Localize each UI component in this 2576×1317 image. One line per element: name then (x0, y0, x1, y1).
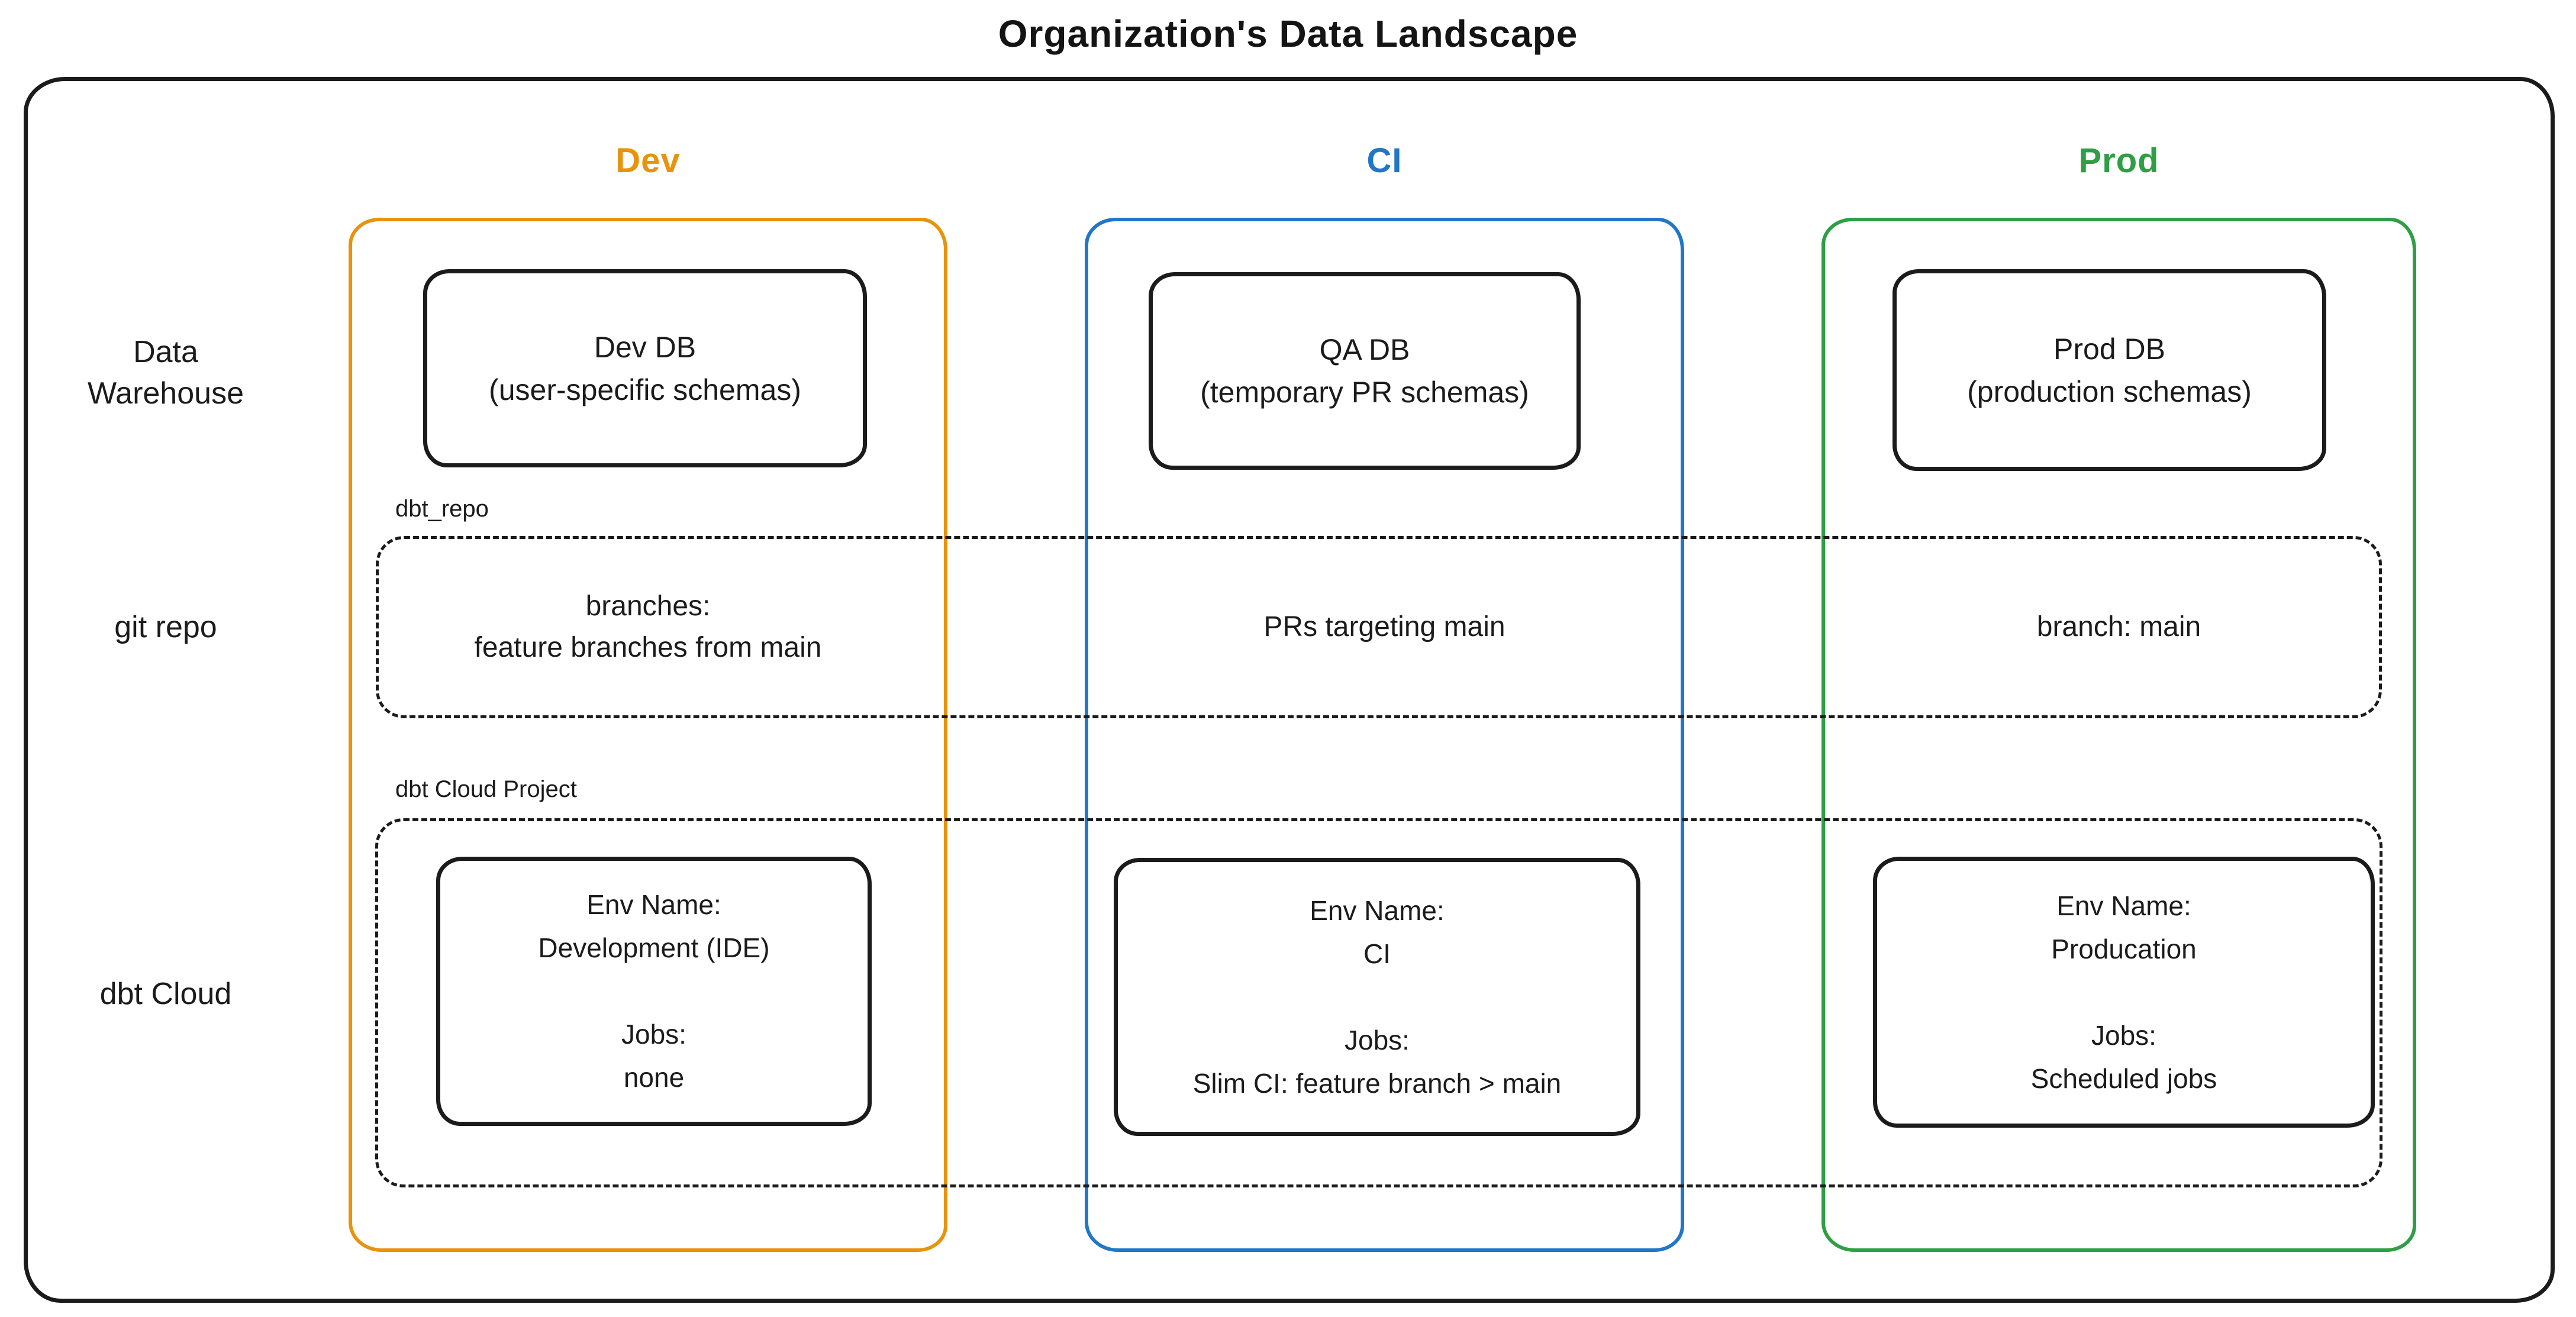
qa-db-name: QA DB (1319, 333, 1410, 366)
ci-jobs-label: Jobs: (1345, 1024, 1410, 1055)
column-header-dev: Dev (615, 141, 681, 180)
landscape-outer-frame (24, 77, 2555, 1303)
dbt-cloud-project-label: dbt Cloud Project (395, 776, 577, 802)
row-label-dbt-cloud: dbt Cloud (30, 935, 302, 1053)
prod-column-frame (1821, 218, 2416, 1252)
prod-db-box: Prod DB (production schemas) (1892, 269, 2326, 471)
dev-db-box: Dev DB (user-specific schemas) (423, 269, 867, 467)
dbt-cloud-project-dashed-box (375, 818, 2382, 1187)
row-label-git-repo: git repo (30, 568, 302, 686)
diagram-title: Organization's Data Landscape (998, 12, 1578, 55)
dev-env-value: Development (IDE) (538, 932, 770, 963)
column-header-ci: CI (1366, 141, 1403, 180)
dbt-repo-dashed-box (376, 536, 2382, 718)
prod-git-line: branch: main (2036, 611, 2201, 643)
ci-column-frame (1085, 218, 1684, 1252)
dev-db-detail: (user-specific schemas) (489, 373, 801, 406)
dev-env-label: Env Name: (586, 889, 721, 920)
ci-jobs-value: Slim CI: feature branch > main (1192, 1067, 1562, 1099)
dev-column-frame (349, 218, 947, 1252)
prod-jobs-value: Scheduled jobs (2030, 1063, 2217, 1094)
prod-env-box: Env Name: Producation Jobs: Scheduled jo… (1873, 857, 2375, 1128)
prod-env-label: Env Name: (2056, 890, 2191, 921)
dev-db-name: Dev DB (594, 330, 697, 364)
prod-env-value: Producation (2051, 933, 2197, 964)
dev-git-line: feature branches from main (474, 632, 822, 663)
row-label-line: dbt Cloud (99, 977, 232, 1011)
row-label-line: Data (133, 335, 198, 369)
dev-jobs-label: Jobs: (621, 1019, 686, 1050)
ci-env-box: Env Name: CI Jobs: Slim CI: feature bran… (1114, 858, 1640, 1136)
qa-db-detail: (temporary PR schemas) (1200, 376, 1529, 409)
ci-git-text: PRs targeting main (1085, 536, 1684, 718)
row-label-line: git repo (114, 610, 217, 644)
dev-env-box: Env Name: Development (IDE) Jobs: none (436, 857, 872, 1126)
qa-db-box: QA DB (temporary PR schemas) (1149, 272, 1581, 470)
column-header-prod: Prod (2078, 141, 2159, 180)
dev-jobs-value: none (623, 1062, 685, 1093)
ci-env-value: CI (1363, 938, 1391, 969)
prod-jobs-label: Jobs: (2091, 1019, 2156, 1051)
prod-git-text: branch: main (1821, 536, 2416, 718)
ci-env-label: Env Name: (1310, 895, 1445, 926)
prod-db-name: Prod DB (2053, 332, 2165, 366)
dev-git-text: branches: feature branches from main (349, 536, 947, 718)
dev-git-line: branches: (585, 590, 711, 622)
dbt-repo-label: dbt_repo (395, 496, 489, 522)
ci-git-line: PRs targeting main (1263, 611, 1505, 643)
row-label-data-warehouse: Data Warehouse (30, 308, 302, 438)
row-label-line: Warehouse (88, 376, 244, 411)
prod-db-detail: (production schemas) (1967, 375, 2252, 408)
